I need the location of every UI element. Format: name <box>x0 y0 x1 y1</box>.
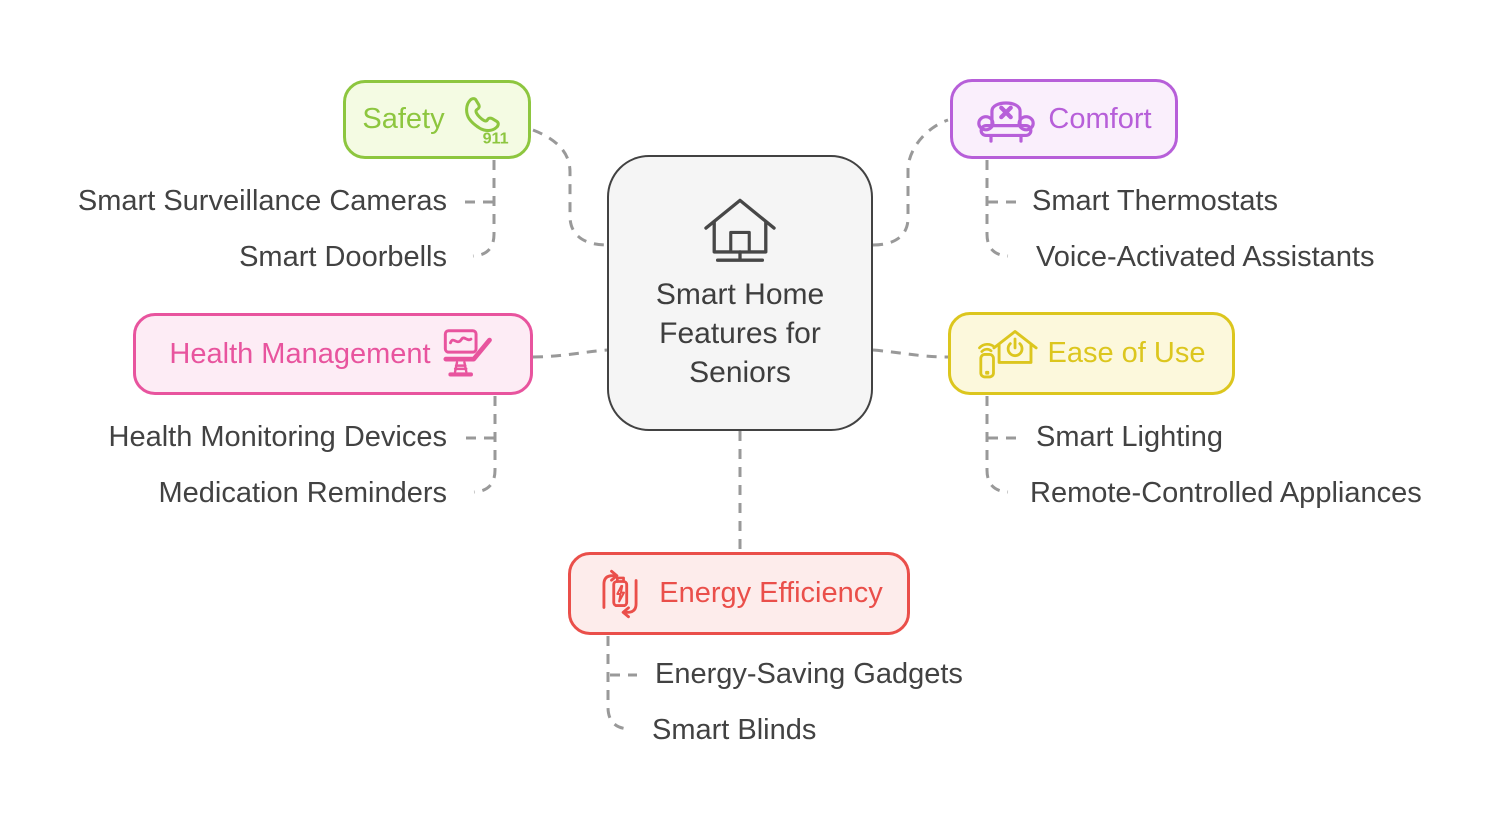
smart-home-remote-icon <box>977 330 1038 379</box>
phone-911-label: 911 <box>482 129 508 147</box>
leaf-energy-saving-gadgets[interactable]: Energy-Saving Gadgets <box>655 658 963 690</box>
branch-node-health-management[interactable]: Health Management <box>133 313 533 395</box>
connector-health-children <box>473 396 497 494</box>
connector-comfort-children <box>985 160 1009 258</box>
leaf-voice-activated-assistants[interactable]: Voice-Activated Assistants <box>1036 241 1375 273</box>
branch-node-safety[interactable]: Safety 911 <box>343 80 531 159</box>
connector-ease-children <box>985 396 1009 494</box>
leaf-medication-reminders[interactable]: Medication Reminders <box>158 477 447 509</box>
branch-label-comfort: Comfort <box>1048 102 1152 135</box>
branch-label-safety: Safety <box>362 103 445 135</box>
center-node[interactable]: Smart Home Features for Seniors <box>607 155 873 431</box>
branch-label-health-management: Health Management <box>169 337 431 370</box>
battery-recycle-icon <box>602 569 638 618</box>
leaf-health-monitoring-devices[interactable]: Health Monitoring Devices <box>108 421 447 453</box>
connector-health-center <box>532 348 608 359</box>
leaf-smart-lighting[interactable]: Smart Lighting <box>1036 421 1223 453</box>
branch-node-comfort[interactable]: Comfort <box>950 79 1178 159</box>
leaf-smart-surveillance-cameras[interactable]: Smart Surveillance Cameras <box>77 185 447 217</box>
connector-safety-center <box>532 128 608 247</box>
leaf-smart-thermostats[interactable]: Smart Thermostats <box>1032 185 1279 217</box>
branch-label-ease-of-use: Ease of Use <box>1047 337 1206 369</box>
center-node-label: Smart Home Features for Seniors <box>655 277 825 389</box>
phone-911-icon: 911 <box>464 96 508 147</box>
leaf-smart-blinds[interactable]: Smart Blinds <box>652 714 817 746</box>
connector-ease-center <box>872 348 949 359</box>
connector-safety-children <box>472 160 496 258</box>
exam-chair-monitor-icon <box>443 329 492 377</box>
leaf-smart-doorbells[interactable]: Smart Doorbells <box>239 241 447 273</box>
smart-home-network-icon <box>704 198 776 262</box>
connector-comfort-center <box>872 118 949 247</box>
leaf-remote-controlled-appliances[interactable]: Remote-Controlled Appliances <box>1030 477 1422 509</box>
branch-node-ease-of-use[interactable]: Ease of Use <box>948 312 1235 395</box>
connector-energy-children <box>606 636 630 731</box>
branch-label-energy-efficiency: Energy Efficiency <box>659 577 883 609</box>
armchair-icon <box>977 100 1036 143</box>
branch-node-energy-efficiency[interactable]: Energy Efficiency <box>568 552 910 635</box>
